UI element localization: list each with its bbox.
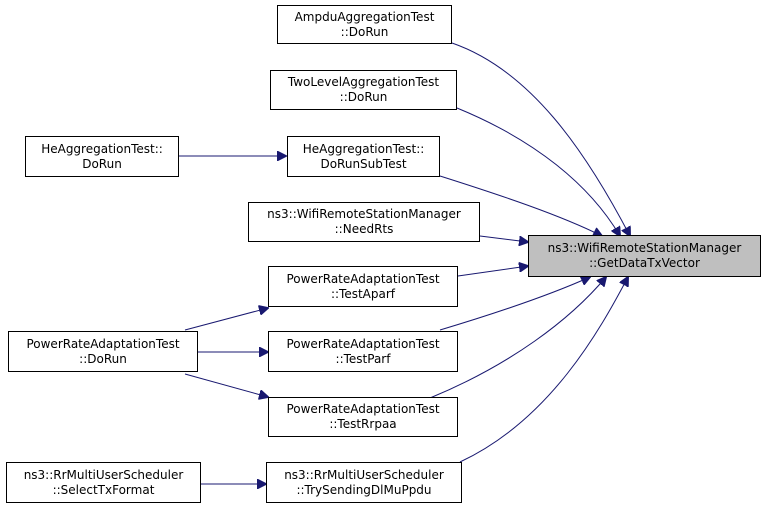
node-label-line1: TwoLevelAggregationTest: [287, 75, 440, 89]
node-power-rate-adaptation-test-testrrpaa[interactable]: PowerRateAdaptationTest ::TestRrpaa: [268, 397, 458, 437]
node-label-line1: ns3::RrMultiUserScheduler: [23, 467, 184, 482]
node-label-line2: ::TestParf: [335, 351, 391, 366]
node-rr-multi-user-scheduler-selecttxformat[interactable]: ns3::RrMultiUserScheduler ::SelectTxForm…: [6, 462, 201, 503]
node-label-line2: ::NeedRts: [334, 222, 394, 236]
node-label-line2: ::DoRun: [339, 90, 388, 104]
node-label-line2: ::TrySendingDlMuPpdu: [296, 482, 432, 497]
node-he-aggregation-test-dorun[interactable]: HeAggregationTest:: DoRun: [25, 136, 179, 177]
node-label-line1: HeAggregationTest::: [302, 141, 425, 156]
edge-parf-to-focus: [439, 277, 590, 331]
node-power-rate-adaptation-test-testparf[interactable]: PowerRateAdaptationTest ::TestParf: [268, 331, 458, 372]
node-wifi-remote-station-manager-needrts[interactable]: ns3::WifiRemoteStationManager ::NeedRts: [248, 202, 480, 242]
node-label-line1: ns3::WifiRemoteStationManager: [267, 207, 461, 221]
node-two-level-aggregation-test-dorun[interactable]: TwoLevelAggregationTest ::DoRun: [270, 70, 457, 110]
node-he-aggregation-test-dorunsubtest[interactable]: HeAggregationTest:: DoRunSubTest: [287, 136, 440, 177]
node-label-line2: ::DoRun: [79, 351, 127, 366]
node-label-line2: ::TestRrpaa: [329, 417, 397, 431]
edge-pradorun-to-aparf: [184, 308, 268, 331]
node-power-rate-adaptation-test-dorun[interactable]: PowerRateAdaptationTest ::DoRun: [8, 331, 198, 372]
edge-twolevel-to-focus: [456, 107, 620, 236]
node-rr-multi-user-scheduler-trysendingdlmuppdu[interactable]: ns3::RrMultiUserScheduler ::TrySendingDl…: [266, 462, 462, 503]
node-label-line1: PowerRateAdaptationTest: [26, 336, 180, 351]
node-label-line1: ns3::WifiRemoteStationManager: [547, 241, 742, 255]
node-label-line1: ns3::RrMultiUserScheduler: [284, 467, 444, 482]
node-ampdu-aggregation-test-dorun[interactable]: AmpduAggregationTest ::DoRun: [277, 5, 452, 44]
node-label-line2: ::SelectTxFormat: [52, 482, 155, 497]
node-label-line1: AmpduAggregationTest: [294, 9, 435, 24]
edge-rrpaa-to-focus: [429, 277, 606, 399]
edge-aparf-to-focus: [457, 266, 528, 277]
node-label-line2: ::DoRun: [340, 24, 389, 39]
edge-needrts-to-focus: [479, 235, 528, 242]
node-label-line2: DoRunSubTest: [320, 156, 407, 171]
node-get-data-tx-vector: ns3::WifiRemoteStationManager ::GetDataT…: [528, 235, 761, 277]
node-label-line2: ::TestAparf: [330, 286, 396, 301]
edge-pradorun-to-rrpaa: [184, 373, 268, 397]
node-label-line2: DoRun: [82, 156, 122, 171]
node-label-line1: PowerRateAdaptationTest: [286, 271, 440, 286]
edge-ampdu-to-focus: [451, 42, 630, 236]
node-label-line2: ::GetDataTxVector: [589, 256, 700, 270]
node-label-line1: PowerRateAdaptationTest: [286, 336, 440, 351]
node-label-line1: HeAggregationTest::: [41, 141, 163, 156]
node-label-line1: PowerRateAdaptationTest: [286, 402, 440, 416]
edge-hesubtest-to-focus: [439, 175, 602, 236]
edge-trysending-to-focus: [459, 277, 628, 463]
node-power-rate-adaptation-test-testaparf[interactable]: PowerRateAdaptationTest ::TestAparf: [268, 266, 458, 307]
